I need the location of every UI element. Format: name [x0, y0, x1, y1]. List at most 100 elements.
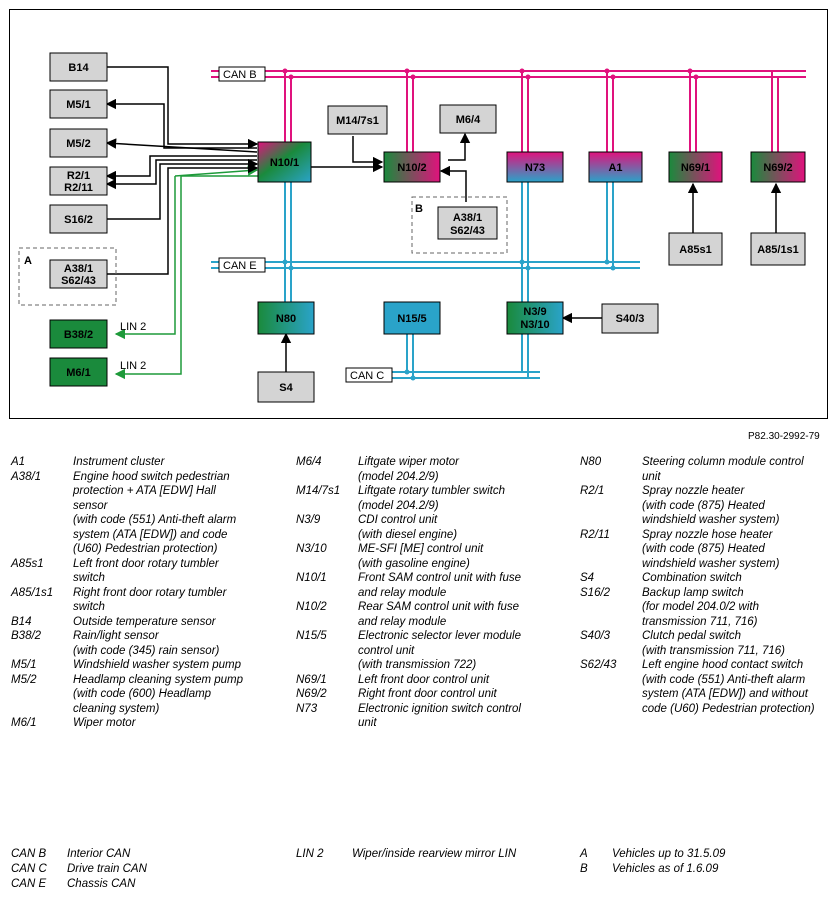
a85s1-label: A85s1	[679, 244, 711, 256]
legend-code: N69/2	[296, 688, 327, 700]
lin-2-bus	[114, 165, 259, 380]
can-e-bus	[211, 182, 640, 302]
legend-entry: S62/43 Left engine hood contact switch (w…	[580, 658, 832, 716]
legend-code: M6/4	[296, 456, 322, 468]
a38-1-label-b: A38/1	[453, 212, 482, 224]
legend-description: Rain/light sensor (with code (345) rain …	[73, 630, 220, 657]
legend-description: Left front door control unit	[358, 673, 490, 686]
lin-2-label-upper: LIN 2	[120, 321, 146, 333]
legend-code: B14	[11, 615, 32, 628]
legend-entry: CAN C Drive train CAN	[11, 862, 271, 877]
m6-1-box	[49, 357, 108, 387]
legend-code: S16/2	[580, 586, 611, 599]
r2-11-label: R2/11	[64, 182, 93, 194]
m6-4-box	[439, 104, 497, 134]
legend-code: B	[580, 863, 588, 875]
m14-7s1-label: M14/7s1	[336, 115, 379, 127]
can-b-label: CAN B	[223, 69, 257, 81]
m5-2-label: M5/2	[66, 138, 90, 150]
legend-entry: N3/10 ME-SFI [ME] control unit (with gaso…	[296, 542, 566, 571]
legend-code: N3/10	[296, 543, 327, 555]
legend-description: Clutch pedal switch (with transmission 7…	[642, 630, 785, 657]
b38-2-box	[49, 319, 108, 349]
n69-2-box	[750, 151, 806, 183]
legend-code: N69/1	[296, 673, 327, 686]
can-c-label-box	[345, 367, 393, 383]
legend-description: ME-SFI [ME] control unit (with gasoline …	[358, 543, 484, 570]
legend-code: S62/43	[580, 659, 617, 671]
legend-description: Liftgate rotary tumbler switch (model 20…	[358, 485, 506, 512]
m6-4-label: M6/4	[456, 114, 481, 126]
legend-description: Left front door rotary tumbler switch	[73, 557, 219, 585]
b14-label: B14	[68, 62, 89, 74]
legend-description: Drive train CAN	[67, 863, 147, 875]
group-a-label: A	[24, 255, 32, 267]
legend-description: Liftgate wiper motor (model 204.2/9)	[358, 456, 459, 483]
legend-entry: CAN E Chassis CAN	[11, 877, 271, 892]
legend-code: CAN C	[11, 863, 47, 875]
legend-description: Spray nozzle hose heater (with code (875…	[642, 528, 780, 570]
legend-code: CAN E	[11, 878, 47, 890]
legend-description: Left engine hood contact switch (with co…	[642, 659, 815, 715]
legend-description: Spray nozzle heater (with code (875) Hea…	[642, 485, 780, 526]
network-diagram: A B CAN B CAN E CAN C LIN 2 LIN 2	[9, 9, 828, 419]
legend-code: LIN 2	[296, 848, 324, 860]
s40-3-box	[601, 303, 659, 334]
legend-code: N15/5	[296, 630, 327, 642]
m5-1-box	[49, 89, 108, 119]
n10-2-label: N10/2	[397, 162, 426, 174]
n3-10-label: N3/10	[520, 319, 549, 331]
a1-box	[588, 151, 643, 183]
legend-entry: M6/4 Liftgate wiper motor (model 204.2/9)	[296, 455, 566, 484]
figure-reference: P82.30-2992-79	[748, 431, 820, 442]
legend-description: Chassis CAN	[67, 878, 136, 890]
legend-description: CDI control unit (with diesel engine)	[358, 514, 458, 541]
legend-code: M5/2	[11, 673, 37, 686]
s16-2-label: S16/2	[64, 214, 93, 226]
n10-2-box	[383, 151, 441, 183]
s62-43-label-b: S62/43	[450, 225, 485, 237]
legend-code: A85/1s1	[11, 586, 54, 599]
can-b-bus	[211, 70, 806, 154]
n15-5-box	[383, 301, 441, 335]
legend-code: CAN B	[11, 848, 47, 860]
legend-description: Combination switch	[642, 572, 742, 584]
legend-description: Instrument cluster	[73, 456, 165, 468]
m14-7s1-box	[327, 105, 388, 135]
legend-code: R2/1	[580, 485, 605, 497]
legend-code: A1	[11, 456, 26, 468]
a85s1-box	[668, 232, 723, 266]
legend-code: S40/3	[580, 630, 611, 642]
legend-description: Backup lamp switch (for model 204.0/2 wi…	[642, 586, 759, 628]
s4-label: S4	[279, 382, 293, 394]
can-e-label: CAN E	[223, 260, 257, 272]
group-b-frame	[411, 196, 508, 254]
legend-code: S4	[580, 572, 595, 584]
can-c-label: CAN C	[350, 370, 384, 382]
network-diagram-svg: A B CAN B CAN E CAN C LIN 2 LIN 2	[18, 52, 806, 403]
n80-label: N80	[276, 313, 296, 325]
legend-description: Outside temperature sensor	[73, 615, 216, 628]
n80-box	[257, 301, 315, 335]
s40-3-label: S40/3	[616, 313, 645, 325]
a38-1-box-b	[437, 206, 498, 240]
n15-5-label: N15/5	[397, 313, 426, 325]
legend-column-2: M6/4 Liftgate wiper motor (model 204.2/9)…	[296, 455, 566, 731]
a1-label: A1	[608, 162, 622, 174]
a38-1-label-a: A38/1	[64, 263, 93, 275]
legend-code: A38/1	[11, 470, 42, 483]
legend-code: R2/11	[580, 528, 610, 541]
can-e-label-box	[218, 257, 266, 273]
legend-code: M6/1	[11, 717, 37, 729]
